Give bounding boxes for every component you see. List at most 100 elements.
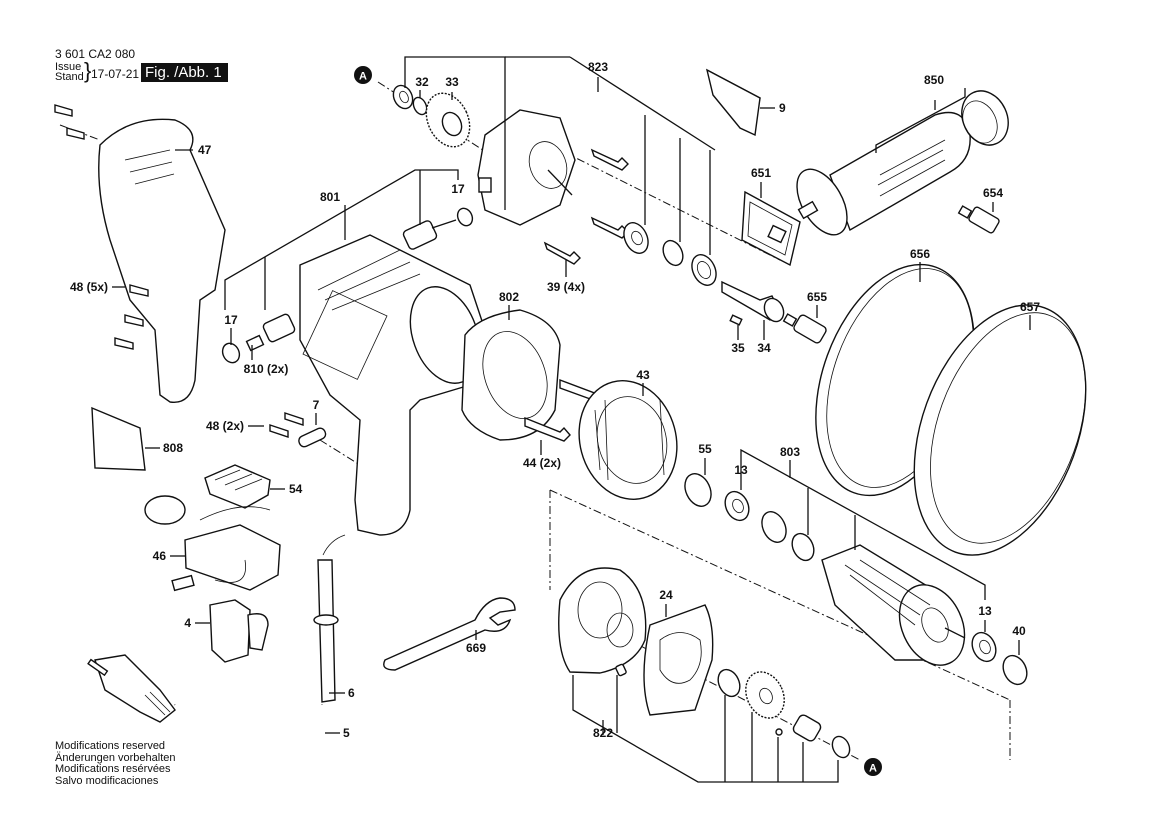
callout-13-right: 13 [978, 604, 992, 618]
issue-label-en: Issue [55, 61, 82, 73]
part-34-spindle [721, 280, 785, 323]
part-bearing-top [392, 84, 414, 110]
part-850-aux-handle [796, 111, 971, 236]
modification-notes: Modifications reserved Änderungen vorbeh… [55, 740, 175, 787]
callout-6: 6 [348, 686, 355, 700]
part-654-threaded-pin [957, 205, 1000, 234]
callout-40: 40 [1012, 624, 1026, 638]
callout-39-4x: 39 (4x) [547, 280, 585, 294]
part-808-label [91, 406, 146, 471]
part-washer [791, 532, 815, 562]
callout-54: 54 [289, 482, 303, 496]
callout-43: 43 [636, 368, 650, 382]
part-55-needle-bearing [684, 473, 712, 507]
callout-802: 802 [499, 290, 519, 304]
part-flange-823 [691, 254, 717, 286]
callout-808: 808 [163, 441, 183, 455]
callout-47: 47 [198, 143, 212, 157]
part-46-electronic-module [144, 495, 281, 592]
callout-850: 850 [924, 73, 944, 87]
callout-32: 32 [415, 75, 429, 89]
callout-17-top: 17 [451, 182, 465, 196]
part-number: 3 601 CA2 080 [55, 47, 136, 61]
part-13-bearing-right [971, 631, 997, 663]
part-6-cord-sleeve [313, 534, 346, 703]
callout-822: 822 [593, 726, 613, 740]
callout-9: 9 [779, 101, 786, 115]
part-fan-spacer [761, 511, 787, 543]
part-802-field [461, 309, 561, 441]
part-657-polishing-sponge [913, 304, 1087, 556]
part-823-gear-cover [477, 109, 576, 226]
part-35-key [729, 314, 743, 326]
callout-669: 669 [466, 641, 486, 655]
leader-lines [112, 56, 1031, 783]
part-32-ring [412, 96, 428, 116]
part-17-brush-cap-left [221, 342, 241, 364]
part-9-nameplate [705, 68, 761, 137]
part-39-screws [543, 148, 629, 265]
note-es: Salvo modificaciones [55, 774, 159, 787]
part-54-switch-cover [204, 464, 271, 509]
callout-44-2x: 44 (2x) [523, 456, 561, 470]
callout-labels: 32 33 823 9 850 47 651 654 801 17 17 48 … [70, 60, 1040, 740]
note-en: Modifications reserved [55, 740, 166, 752]
callout-48-2x: 48 (2x) [206, 419, 244, 433]
part-bearing-822 [717, 668, 741, 698]
part-822-gear-housing [558, 567, 647, 674]
callout-48-5x: 48 (5x) [70, 280, 108, 294]
part-33-gear [425, 92, 471, 148]
issue-date: 17-07-21 [91, 67, 140, 81]
callout-656: 656 [910, 247, 930, 261]
axis-line [319, 439, 361, 466]
callout-17-left: 17 [224, 313, 238, 327]
part-850-end-cap [961, 90, 1009, 146]
part-13-bearing-left [724, 490, 750, 522]
part-655-adapter [782, 313, 827, 344]
part-5-power-cord [173, 703, 324, 767]
callout-823: 823 [588, 60, 608, 74]
callout-34: 34 [757, 341, 771, 355]
callout-654: 654 [983, 186, 1003, 200]
marker-a-top: A [354, 66, 372, 84]
marker-a-bottom: A [864, 758, 882, 776]
part-dowel-pin [615, 663, 627, 677]
part-40-o-ring [1002, 654, 1028, 686]
issue-label-de: Stand [55, 71, 84, 83]
marker-a-bottom-label: A [869, 763, 877, 775]
part-plug [87, 654, 176, 723]
part-pinion-822 [792, 714, 822, 742]
callout-13-top: 13 [734, 463, 748, 477]
part-17-brush-cap-top [456, 207, 474, 227]
callout-55: 55 [698, 442, 712, 456]
callout-46: 46 [153, 549, 167, 563]
part-ball-822 [775, 728, 783, 736]
note-fr: Modifications resérvées [55, 763, 171, 775]
callout-810-2x: 810 (2x) [244, 362, 289, 376]
part-gear-822 [745, 671, 785, 719]
brace-glyph: } [84, 58, 92, 83]
callout-657: 657 [1020, 300, 1040, 314]
part-810-brush-holder-left [245, 313, 296, 352]
callout-803: 803 [780, 445, 800, 459]
part-bearing-822b [831, 735, 851, 759]
callout-24: 24 [659, 588, 673, 602]
part-48-screws-top [54, 104, 149, 350]
callout-655: 655 [807, 290, 827, 304]
part-47-handle-half [98, 118, 226, 404]
part-669-spanner [383, 597, 516, 671]
part-803-armature [821, 544, 966, 666]
part-bearing-823 [623, 222, 649, 254]
part-4-switch [209, 599, 269, 663]
callout-801: 801 [320, 190, 340, 204]
part-7-cord-clamp [298, 427, 327, 448]
callout-33: 33 [445, 75, 459, 89]
part-651-plate [741, 190, 801, 267]
callout-4: 4 [184, 616, 191, 630]
issue-label: Issue Stand [55, 61, 84, 83]
part-43-fan-guide [578, 380, 678, 500]
part-48-screws-lower [269, 412, 304, 438]
callout-35: 35 [731, 341, 745, 355]
